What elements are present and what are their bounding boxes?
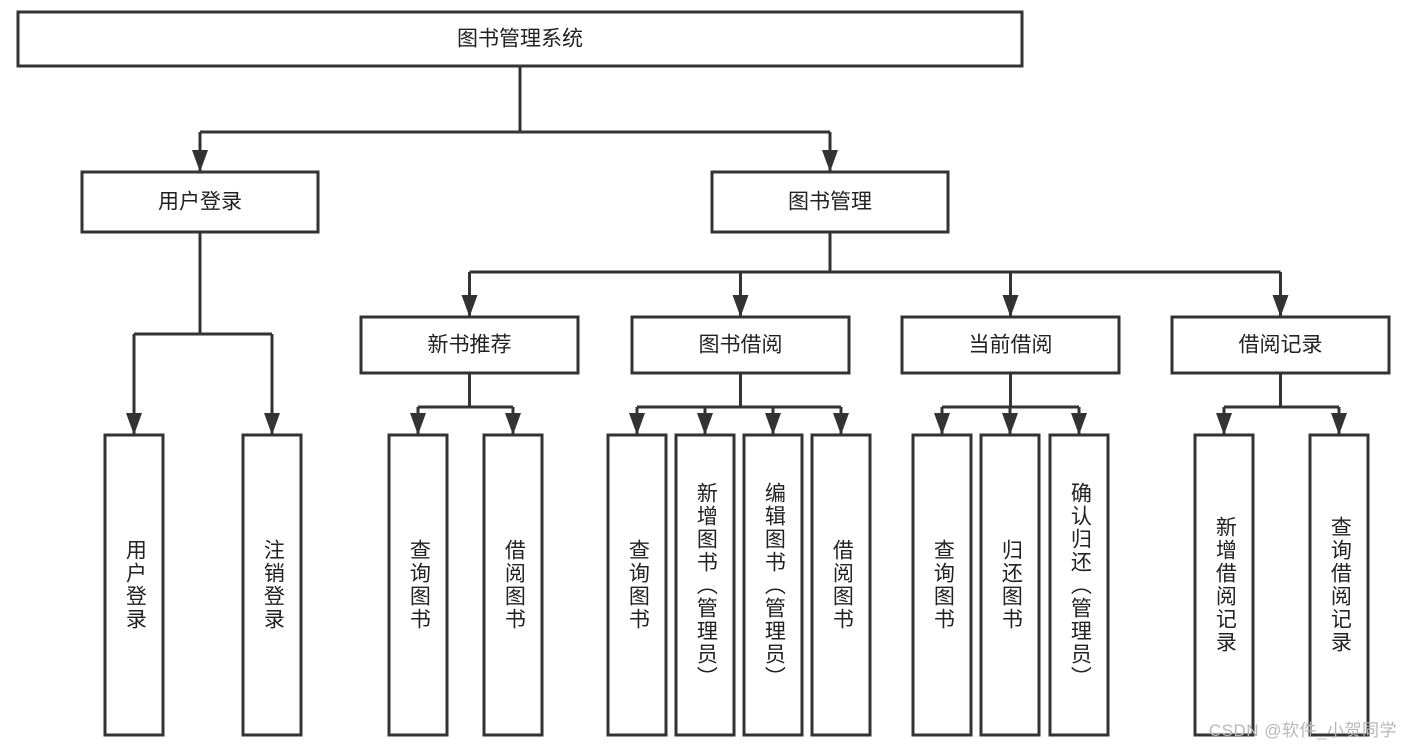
arrow-head-icon (1071, 413, 1087, 435)
node-box-leaf-10[interactable] (1048, 433, 1110, 737)
node-box-leaf-2[interactable] (387, 433, 449, 737)
node-box-leaf-6[interactable] (742, 433, 804, 737)
node-box-leaf-1[interactable] (241, 433, 303, 737)
arrow-head-icon (934, 413, 950, 435)
arrow-head-icon (1002, 413, 1018, 435)
arrow-head-icon (833, 413, 849, 435)
arrow-head-icon (505, 413, 521, 435)
arrow-head-icon (410, 413, 426, 435)
node-box-leaf-3[interactable] (482, 433, 544, 737)
node-box-level2-0[interactable] (359, 315, 580, 375)
arrow-head-icon (1272, 295, 1289, 317)
arrow-head-icon (126, 413, 142, 435)
node-box-leaf-7[interactable] (810, 433, 872, 737)
node-box-root[interactable] (16, 10, 1024, 68)
node-box-leaf-4[interactable] (606, 433, 668, 737)
boxes-layer (16, 10, 1391, 737)
node-label-level1-0: 用户登录 (158, 191, 242, 214)
node-label-level1-1: 图书管理 (788, 191, 872, 214)
connectors-layer (126, 66, 1347, 435)
arrow-head-icon (629, 413, 645, 435)
node-box-level2-2[interactable] (900, 315, 1121, 375)
node-box-leaf-12[interactable] (1308, 433, 1370, 737)
node-box-level1-0[interactable] (80, 170, 320, 234)
node-label-level2-0: 新书推荐 (428, 334, 512, 357)
node-box-level2-3[interactable] (1170, 315, 1391, 375)
arrow-head-icon (461, 295, 478, 317)
node-box-leaf-0[interactable] (103, 433, 165, 737)
arrow-head-icon (264, 413, 280, 435)
node-box-leaf-11[interactable] (1193, 433, 1255, 737)
node-box-leaf-8[interactable] (911, 433, 973, 737)
arrow-head-icon (697, 413, 713, 435)
arrow-head-icon (732, 295, 749, 317)
node-box-leaf-5[interactable] (674, 433, 736, 737)
node-label-level2-2: 当前借阅 (969, 334, 1053, 357)
arrow-head-icon (1002, 295, 1019, 317)
arrow-head-icon (1216, 413, 1232, 435)
node-box-level1-1[interactable] (710, 170, 950, 234)
node-box-level2-1[interactable] (630, 315, 851, 375)
node-label-root: 图书管理系统 (457, 28, 583, 51)
csdn-watermark: CSDN @软件_小贺同学 (1208, 721, 1397, 740)
node-box-leaf-9[interactable] (979, 433, 1041, 737)
arrow-head-icon (1331, 413, 1347, 435)
node-label-level2-3: 借阅记录 (1239, 334, 1323, 357)
node-label-level2-1: 图书借阅 (699, 334, 783, 357)
arrow-head-icon (192, 150, 208, 172)
arrow-head-icon (822, 150, 838, 172)
arrow-head-icon (765, 413, 781, 435)
